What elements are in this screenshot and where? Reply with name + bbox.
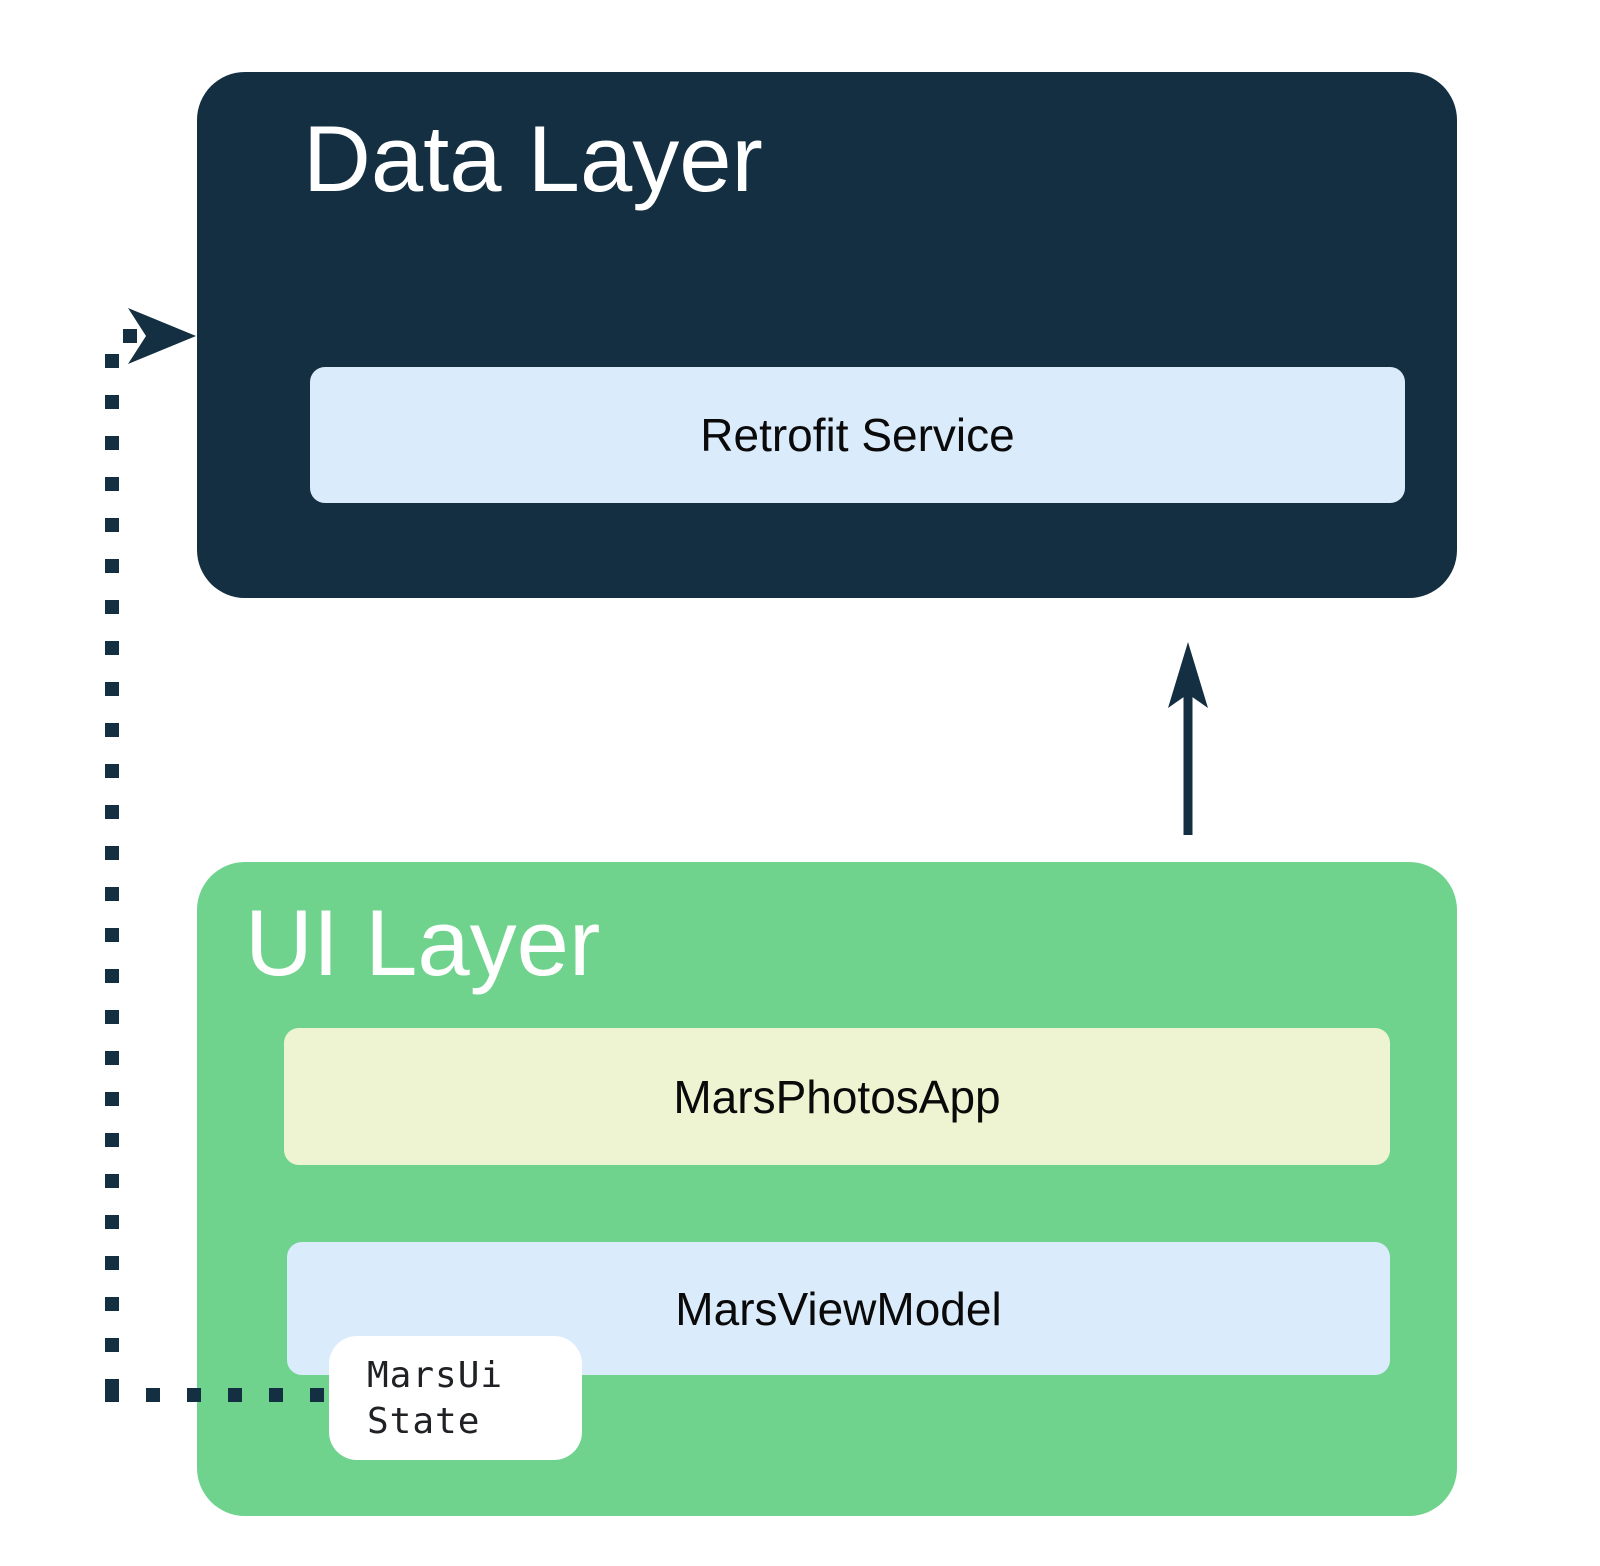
marsui-state-label-line1: MarsUi [367, 1355, 504, 1396]
dotted-flow-dot [123, 329, 137, 343]
marsphotosapp-box: MarsPhotosApp [284, 1028, 1390, 1165]
data-layer-box: Data Layer Retrofit Service [197, 72, 1457, 598]
marsui-state-label-line2: State [367, 1401, 481, 1442]
retrofit-service-label: Retrofit Service [700, 409, 1015, 461]
ui-layer-title: UI Layer [245, 890, 601, 995]
marsviewmodel-label: MarsViewModel [675, 1282, 1002, 1335]
retrofit-service-box: Retrofit Service [310, 367, 1405, 503]
marsui-state-badge: MarsUi State [329, 1336, 582, 1460]
dotted-flow-line-vertical [105, 354, 119, 1404]
data-layer-title: Data Layer [303, 106, 763, 211]
dotted-arrowhead-icon [128, 308, 196, 364]
marsphotosapp-label: MarsPhotosApp [673, 1070, 1001, 1123]
up-arrow-icon [1168, 642, 1208, 835]
ui-layer-box: UI Layer MarsPhotosApp MarsViewModel Mar… [197, 862, 1457, 1516]
dotted-flow-line-horizontal [105, 1388, 333, 1402]
